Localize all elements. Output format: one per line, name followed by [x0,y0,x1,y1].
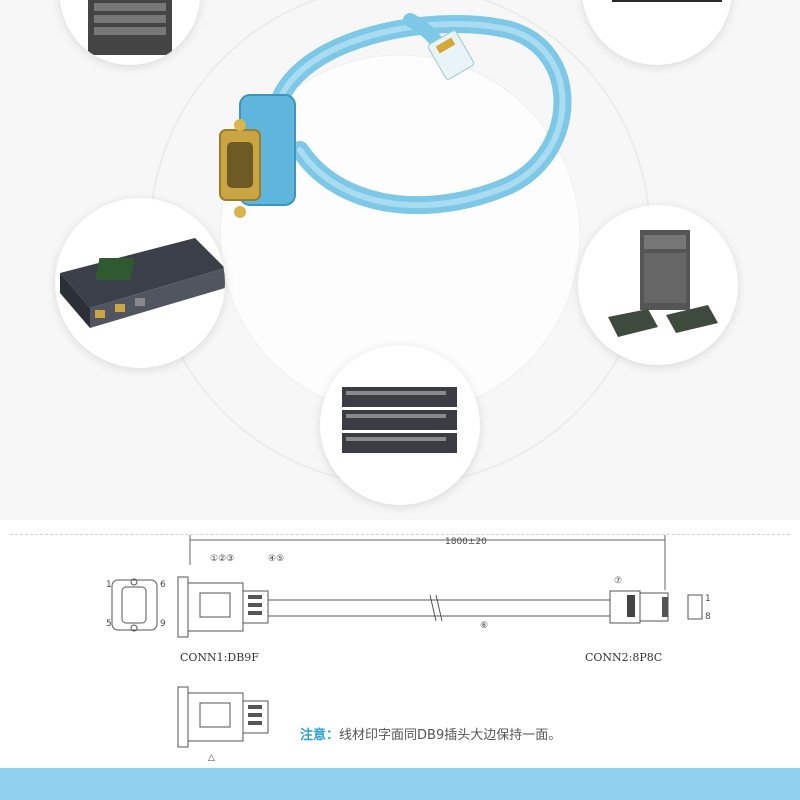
conn2-label: CONN2:8P8C [585,651,663,664]
db9-side-view [177,576,269,638]
rj45-side-view: 1 8 [609,590,711,624]
stacked-switches-image [342,387,457,453]
console-cable-image [219,13,572,218]
cable-spec-diagram: 1800±20 ①②③ ④⑤ ⑥ ⑦ 1 5 6 9 1 8 [106,535,711,763]
warning-symbol: △ [208,753,215,763]
svg-text:5: 5 [106,619,112,629]
switch-chassis-image [88,0,172,55]
circuit-board-device-image [60,238,225,328]
footer-band [0,768,800,800]
svg-text:6: 6 [160,580,166,590]
db9-connector [219,94,296,218]
right-device-circle [578,205,738,365]
section-divider [10,534,790,535]
note: 注意：线材印字面同DB9插头大边保持一面。 [300,724,561,743]
product-hero [55,0,738,505]
callout-label-b: ④⑤ [268,554,284,564]
callout-label-d: ⑦ [614,576,622,586]
db9-front-view: 1 5 6 9 [106,578,166,632]
router-chassis-image [608,230,718,337]
db9-reference-view: △ [177,686,269,763]
svg-text:9: 9 [160,619,166,629]
length-label: 1800±20 [445,537,487,547]
svg-text:1: 1 [705,594,711,604]
left-device-circle [55,198,225,368]
bottom-device-circle [320,345,480,505]
rj45-plug [427,30,475,80]
note-label: 注意： [300,728,340,743]
conn1-label: CONN1:DB9F [180,651,259,664]
note-text: 线材印字面同DB9插头大边保持一面。 [339,728,562,743]
callout-label-c: ⑥ [480,621,488,631]
callout-label-a: ①②③ [210,554,234,564]
network-device-image [612,0,722,2]
svg-text:8: 8 [705,612,711,622]
svg-text:1: 1 [106,580,112,590]
